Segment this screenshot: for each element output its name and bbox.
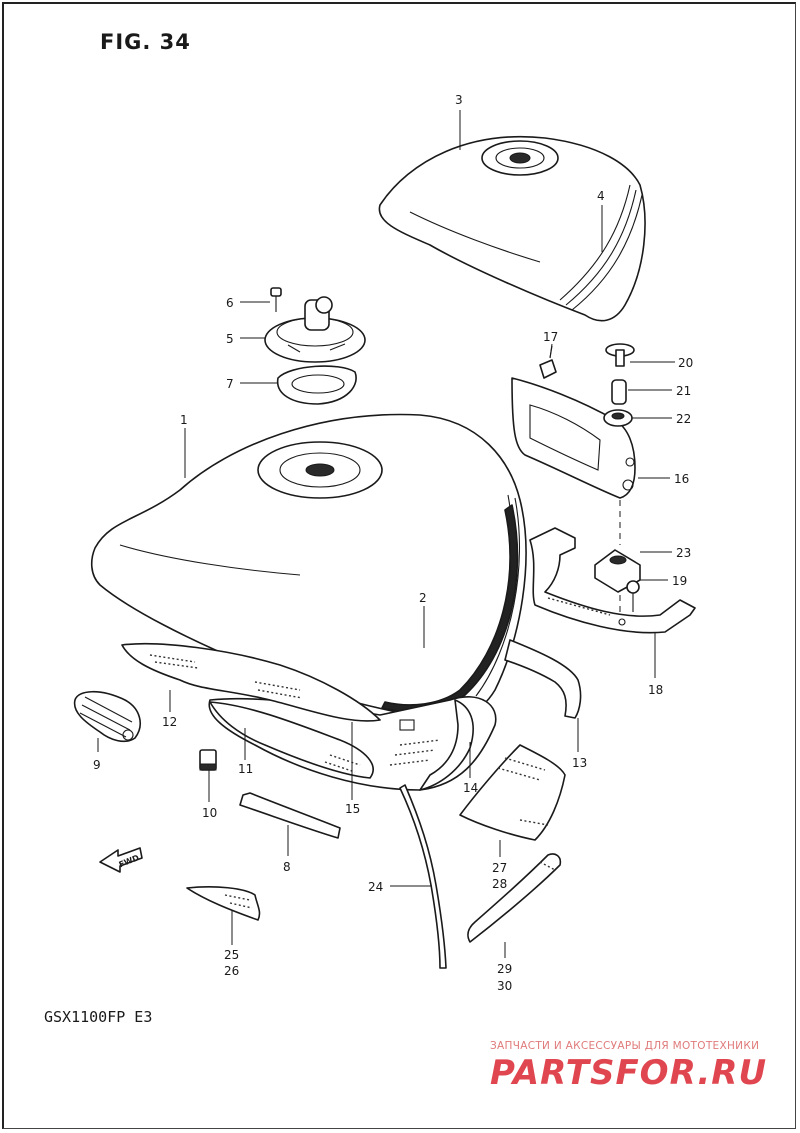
- part-7-gasket: [276, 365, 357, 405]
- part-19-bolt: [626, 580, 640, 612]
- part-14-inner-panel: [419, 699, 474, 791]
- part-24-hose: [399, 784, 447, 969]
- part-4-stripe: [571, 194, 643, 311]
- callout-10: 10: [202, 806, 217, 820]
- callout-20: 20: [678, 356, 693, 370]
- figure-title: FIG. 34: [100, 30, 191, 54]
- part-10-nut: [199, 749, 217, 771]
- callout-2: 2: [419, 591, 427, 605]
- callout-4: 4: [597, 189, 605, 203]
- part-16-mounting-bracket: [511, 377, 636, 499]
- part-17-bolt: [539, 345, 557, 379]
- callout-26: 26: [224, 964, 239, 978]
- callout-13: 13: [572, 756, 587, 770]
- callout-1: 1: [180, 413, 188, 427]
- watermark-tagline: ЗАПЧАСТИ И АКСЕССУАРЫ ДЛЯ МОТОТЕХНИКИ: [490, 1040, 760, 1052]
- callout-18: 18: [648, 683, 663, 697]
- callout-23: 23: [676, 546, 691, 560]
- callout-11: 11: [238, 762, 253, 776]
- model-label: GSX1100FP E3: [44, 1008, 153, 1026]
- part-6-screw: [270, 287, 282, 312]
- callout-6: 6: [226, 296, 234, 310]
- part-1-fuel-tank: [90, 413, 527, 721]
- callout-5: 5: [226, 332, 234, 346]
- part-20-screw: [605, 343, 635, 367]
- part-23-damper: [594, 549, 641, 593]
- callout-12: 12: [162, 715, 177, 729]
- callout-25: 25: [224, 948, 239, 962]
- callout-15: 15: [345, 802, 360, 816]
- callout-9: 9: [93, 758, 101, 772]
- callout-8: 8: [283, 860, 291, 874]
- part-18-rear-bracket: [529, 527, 696, 634]
- callout-17: 17: [543, 330, 558, 344]
- part-9-cushion: [73, 690, 141, 743]
- callout-16: 16: [674, 472, 689, 486]
- leader-lines: [97, 110, 675, 958]
- part-27-28-decal: [459, 744, 566, 841]
- part-25-26-decal: [186, 886, 261, 921]
- callout-29: 29: [497, 962, 512, 976]
- callout-28: 28: [492, 877, 507, 891]
- part-29-30-decal: [467, 853, 562, 943]
- part-22-grommet: [603, 409, 633, 427]
- callout-24: 24: [368, 880, 383, 894]
- part-8-strip: [239, 792, 341, 839]
- callout-27: 27: [492, 861, 507, 875]
- part-5-fuel-cap: [264, 296, 366, 363]
- part-21-collar: [611, 379, 627, 405]
- callout-22: 22: [676, 412, 691, 426]
- callout-3: 3: [455, 93, 463, 107]
- part-2-tank-stripe: [381, 504, 519, 713]
- part-13-bracket: [504, 639, 582, 719]
- part-12-heat-shield: [121, 642, 381, 722]
- part-11-lower-shield: [209, 701, 374, 779]
- callout-21: 21: [676, 384, 691, 398]
- callout-19: 19: [672, 574, 687, 588]
- part-3-tank-cover: [378, 135, 646, 322]
- callout-30: 30: [497, 979, 512, 993]
- watermark-logo: PARTSFOR.RU: [490, 1053, 768, 1093]
- callout-labels: 3 4 6 5 7 1 2 17 20 21 22 16 23 19 18 13…: [93, 93, 693, 993]
- callout-14: 14: [463, 781, 478, 795]
- fwd-arrow-icon: [99, 847, 143, 873]
- callout-7: 7: [226, 377, 234, 391]
